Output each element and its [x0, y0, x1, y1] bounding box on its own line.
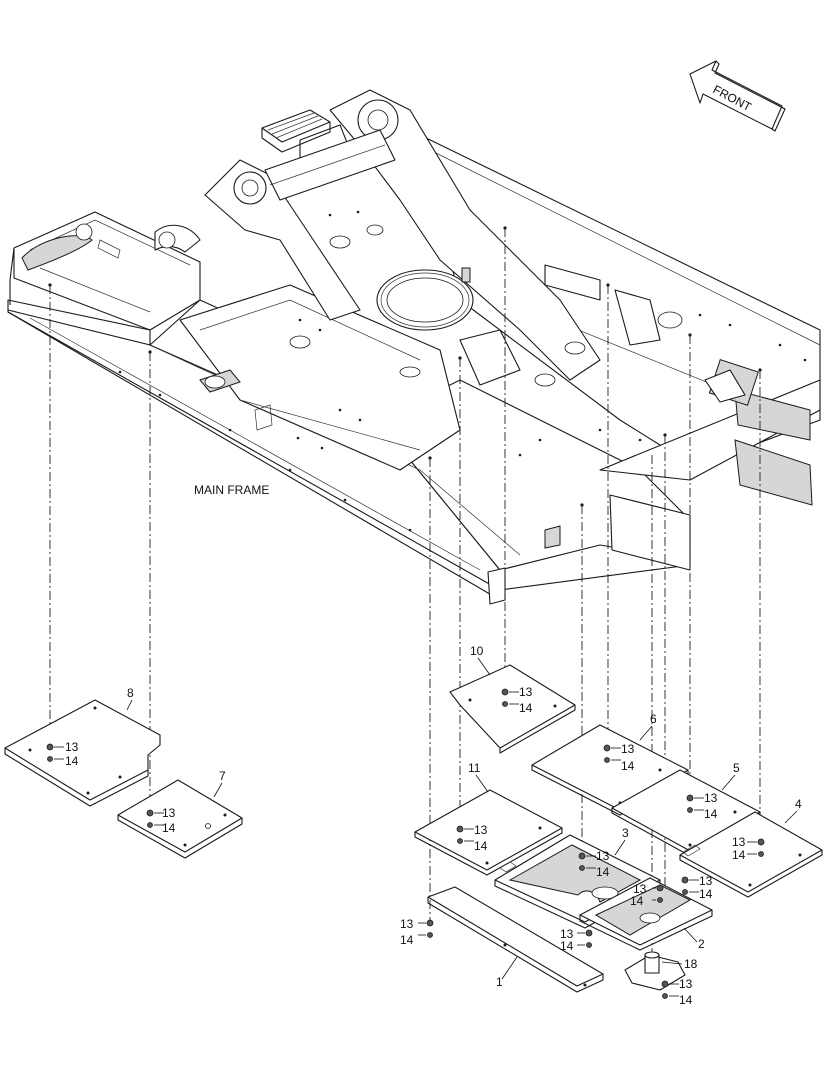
cover-plate-1 [427, 886, 604, 993]
main-frame: MAIN FRAME [7, 89, 821, 605]
bolt-pair [577, 929, 593, 948]
callout-14: 14 [400, 933, 414, 947]
callout-14: 14 [699, 887, 713, 901]
callout-14: 14 [560, 939, 574, 953]
callout-2: 2 [698, 937, 705, 951]
callout-14: 14 [704, 807, 718, 821]
cover-plate-10 [449, 664, 576, 754]
callout-5: 5 [733, 761, 740, 775]
callout-14: 14 [732, 848, 746, 862]
bolt-pair [686, 794, 704, 813]
cover-plate-7 [117, 779, 243, 859]
callout-14: 14 [679, 993, 693, 1007]
callout-14: 14 [474, 839, 488, 853]
callout-14: 14 [162, 821, 176, 835]
callout-14: 14 [630, 894, 644, 908]
callout-13: 13 [699, 874, 713, 888]
frame-bolt-holes [48, 210, 807, 532]
callout-13: 13 [474, 823, 488, 837]
callout-14: 14 [621, 759, 635, 773]
callout-18: 18 [684, 957, 698, 971]
bolt-pair [146, 809, 164, 828]
bolt-pair [747, 838, 765, 857]
swing-bearing-ring [376, 269, 474, 331]
callout-1: 1 [496, 975, 503, 989]
callout-13: 13 [65, 740, 79, 754]
callout-13: 13 [633, 882, 647, 896]
callout-13: 13 [704, 791, 718, 805]
bolt-pair [681, 876, 699, 895]
callout-13: 13 [596, 849, 610, 863]
main-frame-label: MAIN FRAME [194, 483, 269, 497]
bolt-pair [661, 980, 679, 999]
bolt-pair [578, 852, 596, 871]
callout-11: 11 [468, 761, 481, 775]
fasteners [46, 688, 765, 999]
callout-3: 3 [622, 826, 629, 840]
bolt-pair [652, 884, 664, 903]
cover-plate-4 [679, 811, 823, 898]
callout-13: 13 [162, 806, 176, 820]
bolt-pair [456, 825, 474, 844]
cover-plate-11 [414, 789, 563, 876]
callout-10: 10 [470, 644, 484, 658]
callout-6: 6 [650, 712, 657, 726]
callout-13: 13 [560, 927, 574, 941]
bolt-pair [46, 743, 64, 762]
callout-14: 14 [596, 865, 610, 879]
callout-13: 13 [621, 742, 635, 756]
bolt-pair [418, 919, 434, 938]
callout-13: 13 [679, 977, 693, 991]
assembly-center-lines [49, 228, 761, 985]
callout-4: 4 [795, 797, 802, 811]
step-ladder [261, 109, 331, 153]
fitting-cover-18 [624, 951, 686, 991]
callout-14: 14 [519, 701, 533, 715]
callout-13: 13 [400, 917, 414, 931]
part-callouts: 8 7 10 6 5 4 11 3 2 1 18 13 14 13 14 13 … [65, 644, 802, 1007]
cover-plate-2 [579, 877, 713, 951]
callout-13: 13 [732, 835, 746, 849]
callout-8: 8 [127, 686, 134, 700]
callout-14: 14 [65, 754, 79, 768]
cover-plate-8 [4, 699, 161, 807]
callout-13: 13 [519, 685, 533, 699]
bolt-pair [501, 688, 519, 707]
callout-7: 7 [219, 769, 226, 783]
bolt-pair [603, 744, 621, 763]
front-direction-arrow: FRONT [689, 60, 786, 132]
